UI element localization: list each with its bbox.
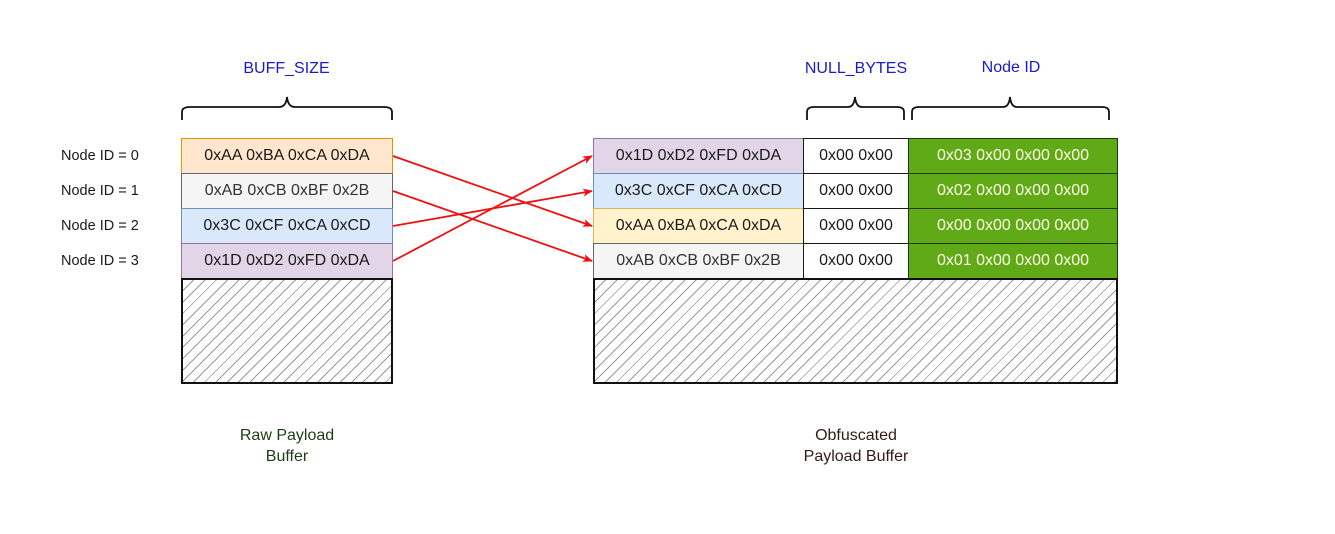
node-id-brace-icon <box>911 96 1110 120</box>
obf-row-1-null: 0x00 0x00 <box>803 173 909 209</box>
obf-caption-line2: Payload Buffer <box>803 448 909 465</box>
obf-row-3-bytes: 0xAB 0xCB 0xBF 0x2B <box>593 243 804 279</box>
raw-buffer-caption: Raw Payload Buffer <box>207 425 367 467</box>
raw-row-2: 0x3C 0xCF 0xCA 0xCD <box>181 208 393 244</box>
mapping-arrow-0-to-2 <box>392 155 593 227</box>
node-label-0: Node ID = 0 <box>61 148 139 164</box>
obf-row-0-node-id: 0x03 0x00 0x00 0x00 <box>908 138 1118 174</box>
mapping-arrow-1-to-3 <box>392 190 593 262</box>
obf-row-3-null: 0x00 0x00 <box>803 243 909 279</box>
null-bytes-brace-icon <box>806 96 905 120</box>
node-label-3: Node ID = 3 <box>61 253 139 269</box>
obf-row-0-bytes: 0x1D 0xD2 0xFD 0xDA <box>593 138 804 174</box>
node-id-label: Node ID <box>981 59 1041 76</box>
obf-row-2-null: 0x00 0x00 <box>803 208 909 244</box>
obf-unused-space <box>593 278 1118 384</box>
node-label-1: Node ID = 1 <box>61 183 139 199</box>
mapping-arrow-2-to-1 <box>392 188 593 227</box>
raw-row-0: 0xAA 0xBA 0xCA 0xDA <box>181 138 393 174</box>
obf-row-1-bytes: 0x3C 0xCF 0xCA 0xCD <box>593 173 804 209</box>
obf-row-2-node-id: 0x00 0x00 0x00 0x00 <box>908 208 1118 244</box>
obf-caption-line1: Obfuscated <box>815 427 897 444</box>
obf-row-3-node-id: 0x01 0x00 0x00 0x00 <box>908 243 1118 279</box>
obf-row-2-bytes: 0xAA 0xBA 0xCA 0xDA <box>593 208 804 244</box>
raw-row-3: 0x1D 0xD2 0xFD 0xDA <box>181 243 393 279</box>
raw-caption-line2: Buffer <box>265 448 309 465</box>
buff-size-brace-icon <box>181 96 393 120</box>
null-bytes-label: NULL_BYTES <box>804 60 908 77</box>
node-label-2: Node ID = 2 <box>61 218 139 234</box>
raw-caption-line1: Raw Payload <box>239 427 335 444</box>
raw-unused-space <box>181 278 393 384</box>
obfuscated-buffer-caption: Obfuscated Payload Buffer <box>776 425 936 467</box>
obf-row-0-null: 0x00 0x00 <box>803 138 909 174</box>
obf-row-1-node-id: 0x02 0x00 0x00 0x00 <box>908 173 1118 209</box>
buff-size-label: BUFF_SIZE <box>243 60 330 77</box>
raw-row-1: 0xAB 0xCB 0xBF 0x2B <box>181 173 393 209</box>
